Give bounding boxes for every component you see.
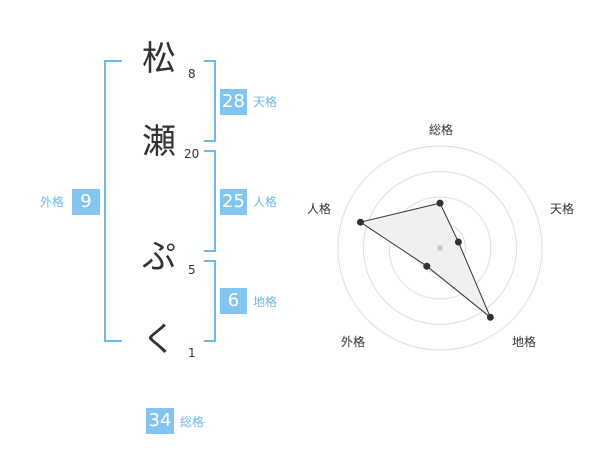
gaikaku-label: 外格 <box>40 195 65 209</box>
radar-ring <box>337 145 543 351</box>
name-char-3: ぷ <box>142 237 176 277</box>
name-char-4: く <box>142 320 176 360</box>
radar-point-3 <box>423 262 431 270</box>
stroke-count-1: 8 <box>188 67 196 81</box>
radar-axis-label-soukaku: 総格 <box>429 122 453 137</box>
name-char-1: 松 <box>142 39 176 79</box>
gaikaku-bracket <box>104 60 122 342</box>
radar-point-1 <box>454 238 462 246</box>
radar-center-dot <box>437 245 443 251</box>
tenkaku-value: 28 <box>220 89 247 115</box>
radar-ring <box>363 171 517 325</box>
radar-score-polygon <box>359 202 491 318</box>
radar-rings <box>337 145 543 351</box>
radar-ring <box>388 196 492 300</box>
gaikaku-value: 9 <box>72 189 100 215</box>
name-char-2: 瀬 <box>142 122 176 162</box>
tenkaku-label: 天格 <box>253 95 278 109</box>
radar-axis-label-tenkaku: 天格 <box>550 201 574 216</box>
radar-point-0 <box>436 199 444 207</box>
chikaku-label: 地格 <box>253 295 278 309</box>
radar-point-2 <box>486 313 494 321</box>
radar-axis-label-chikaku: 地格 <box>512 334 536 349</box>
radar-point-4 <box>357 218 364 226</box>
radar-axis-label-jinkaku: 人格 <box>307 201 331 216</box>
jinkaku-bracket <box>204 150 216 252</box>
tenkaku-bracket <box>204 60 216 142</box>
jinkaku-value: 25 <box>220 189 247 215</box>
stroke-count-2: 20 <box>184 147 200 161</box>
radar-axis-label-gaikaku: 外格 <box>341 334 365 349</box>
radar-points <box>357 199 494 321</box>
jinkaku-label: 人格 <box>253 195 278 209</box>
soukaku-value: 34 <box>146 408 174 434</box>
stroke-count-3: 5 <box>188 263 196 277</box>
chikaku-value: 6 <box>220 288 247 314</box>
stroke-count-4: 1 <box>188 346 196 360</box>
chikaku-bracket <box>204 260 216 342</box>
soukaku-label: 総格 <box>180 415 205 429</box>
